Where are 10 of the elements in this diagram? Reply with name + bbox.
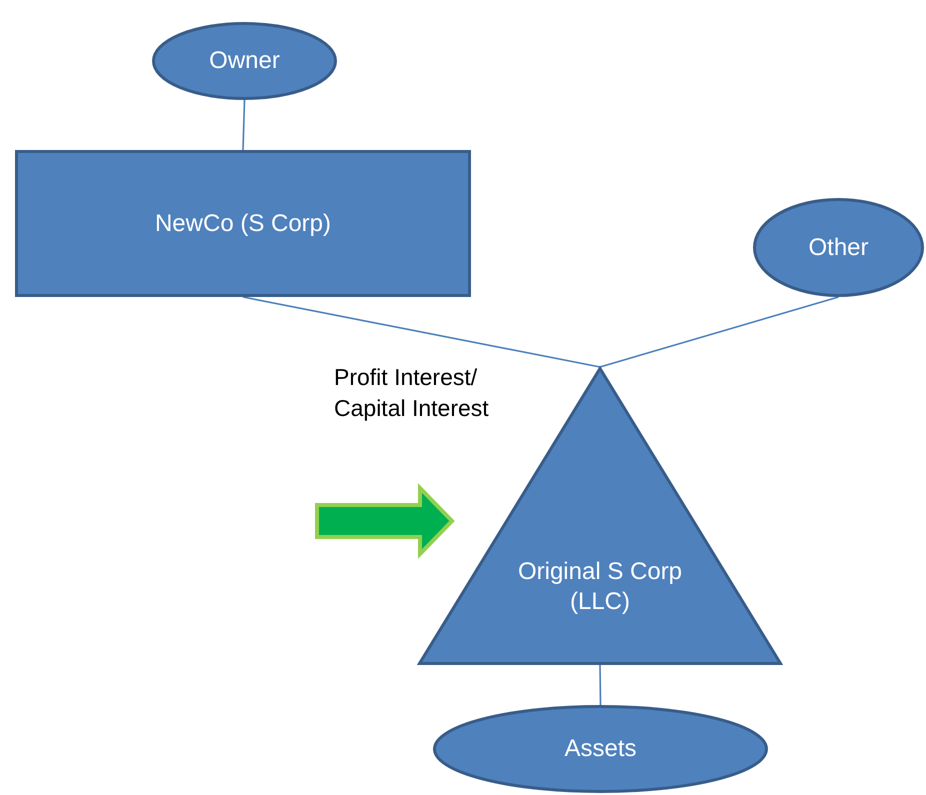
connector-line (242, 100, 246, 150)
annotation-text: Profit Interest/ Capital Interest (334, 363, 490, 424)
node-label: Assets (564, 734, 637, 764)
node-label: Other (808, 232, 869, 262)
node-label: Original S Corp (LLC) (516, 557, 684, 617)
node-label: Owner (209, 46, 280, 76)
connector-line (599, 664, 602, 706)
connector-line (242, 296, 600, 368)
connector-line (600, 296, 839, 368)
node-label: NewCo (S Corp) (154, 208, 332, 238)
